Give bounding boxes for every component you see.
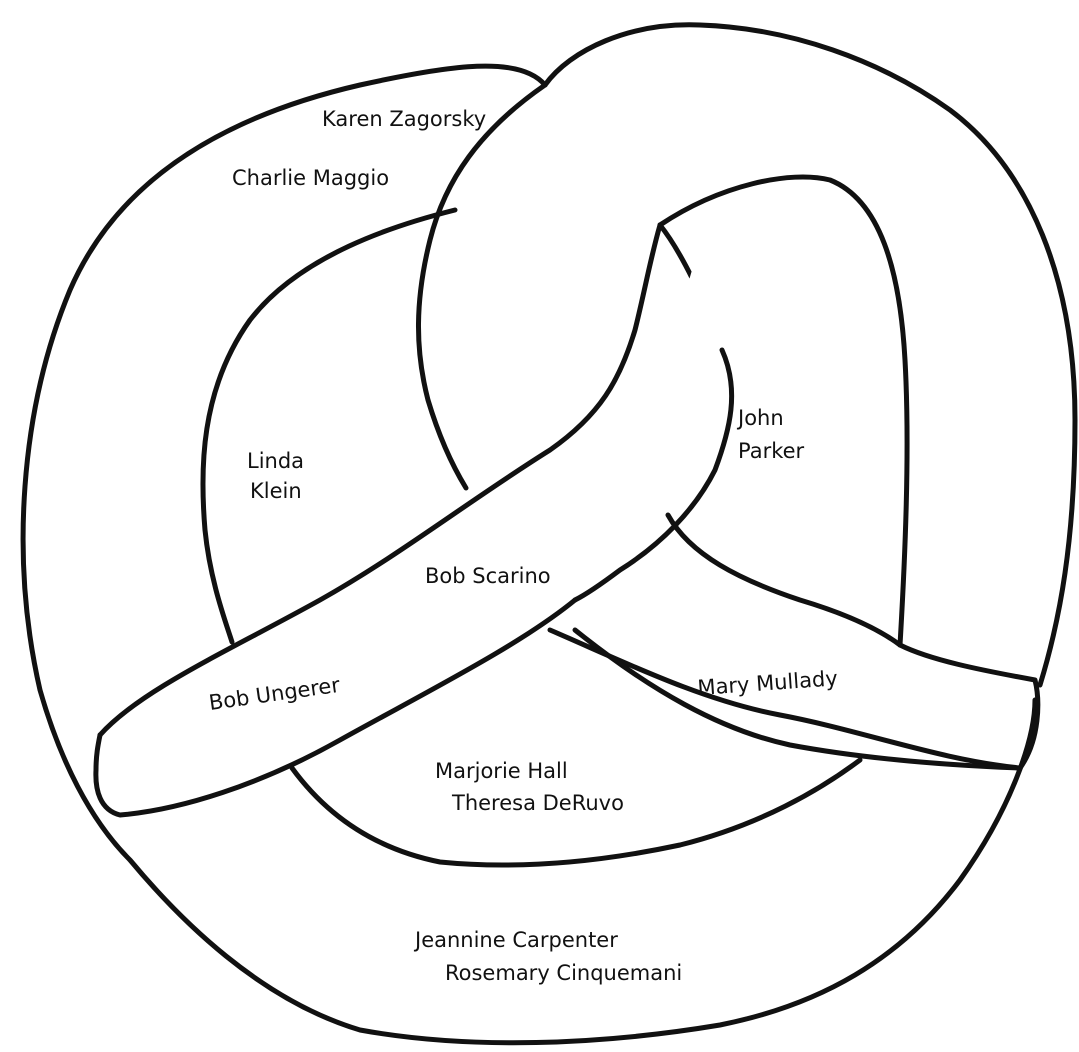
label-bob-scarino: Bob Scarino	[425, 564, 551, 588]
right-lobe-inner-lower-outline	[668, 515, 900, 645]
label-theresa-deruvo: Theresa DeRuvo	[451, 791, 624, 815]
label-mary-mullady: Mary Mullady	[697, 666, 839, 700]
right-lobe-left-edge-outline	[418, 85, 545, 488]
label-linda: Linda	[247, 449, 304, 473]
label-john: John	[736, 406, 784, 430]
label-parker: Parker	[738, 439, 805, 463]
label-rosemary-cinquemani: Rosemary Cinquemani	[445, 961, 682, 985]
label-marjorie-hall: Marjorie Hall	[435, 759, 568, 783]
label-klein: Klein	[250, 479, 302, 503]
label-jeannine-carpenter: Jeannine Carpenter	[413, 928, 618, 952]
mary-band-lower-edge	[575, 630, 1020, 768]
label-karen-zagorsky: Karen Zagorsky	[322, 107, 486, 131]
label-charlie-maggio: Charlie Maggio	[232, 166, 389, 190]
